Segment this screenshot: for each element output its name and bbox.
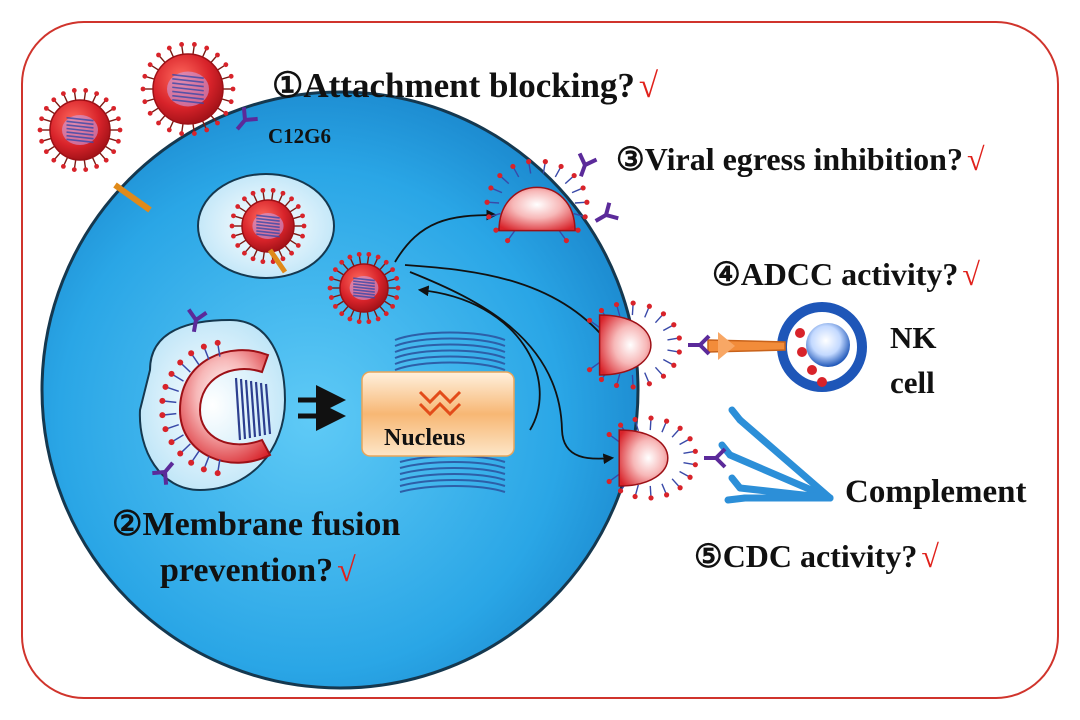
egress-text: ③Viral egress inhibition? (616, 141, 963, 177)
intracellular-virus (327, 251, 401, 325)
fused-virus (178, 349, 272, 464)
rna-release-icon (234, 377, 272, 441)
nk-cell (777, 302, 867, 392)
c12g6-antibodies (113, 105, 727, 487)
outer-frame (21, 21, 1059, 699)
label-egress: ③Viral egress inhibition?√ (616, 143, 985, 175)
adcc-text: ④ADCC activity? (712, 256, 959, 292)
check-icon: √ (921, 538, 939, 574)
host-cell (40, 90, 640, 690)
fusion-text: prevention? (160, 552, 334, 589)
label-nk-2: cell (890, 365, 935, 400)
label-fusion-1: ②Membrane fusion (112, 506, 401, 543)
cdc-text: ⑤CDC activity? (694, 538, 918, 574)
label-fusion-2: prevention?√ (160, 554, 356, 588)
attachment-text: ①Attachment blocking? (272, 66, 635, 105)
label-nk-1: NK (890, 320, 937, 355)
check-icon: √ (337, 552, 356, 589)
check-icon: √ (966, 141, 985, 177)
label-complement: Complement (845, 474, 1027, 510)
label-nucleus: Nucleus (384, 425, 466, 451)
complement-icon (718, 406, 834, 504)
er-stacks-icon (394, 331, 506, 493)
check-icon: √ (638, 66, 659, 105)
label-adcc: ④ADCC activity?√ (712, 258, 980, 290)
fusion-spikes (159, 339, 221, 477)
egress-pathways (394, 209, 615, 465)
dna-icon (418, 389, 462, 417)
label-antibody: C12G6 (268, 124, 331, 148)
label-attachment: ①Attachment blocking?√ (272, 68, 658, 103)
nucleus (361, 371, 515, 457)
transport-arrows (298, 385, 346, 431)
label-cdc: ⑤CDC activity?√ (694, 540, 939, 572)
free-virions (37, 42, 307, 265)
budding-virions (484, 159, 698, 501)
fc-receptor-icon (707, 332, 786, 360)
check-icon: √ (962, 256, 980, 292)
